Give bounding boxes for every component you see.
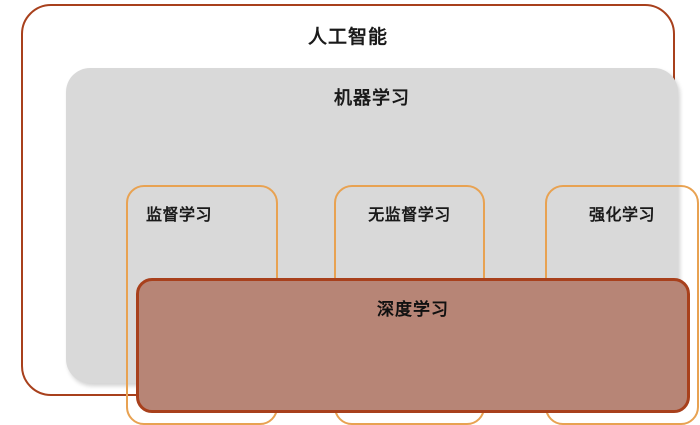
machine-learning-box: 机器学习 监督学习 无监督学习 强化学习 深度学习: [66, 68, 699, 425]
deep-learning-label: 深度学习: [377, 300, 449, 319]
reinforcement-learning-label: 强化学习: [588, 207, 655, 224]
artificial-intelligence-box: 人工智能 机器学习 监督学习 无监督学习 强化学习 深度学习: [21, 4, 699, 425]
diagram-canvas: 人工智能 机器学习 监督学习 无监督学习 强化学习 深度学习: [21, 4, 699, 425]
supervised-learning-label: 监督学习: [146, 207, 213, 224]
deep-learning-box: 深度学习: [136, 278, 690, 413]
artificial-intelligence-label: 人工智能: [307, 27, 388, 48]
unsupervised-learning-label: 无监督学习: [368, 207, 451, 224]
machine-learning-label: 机器学习: [334, 88, 410, 108]
